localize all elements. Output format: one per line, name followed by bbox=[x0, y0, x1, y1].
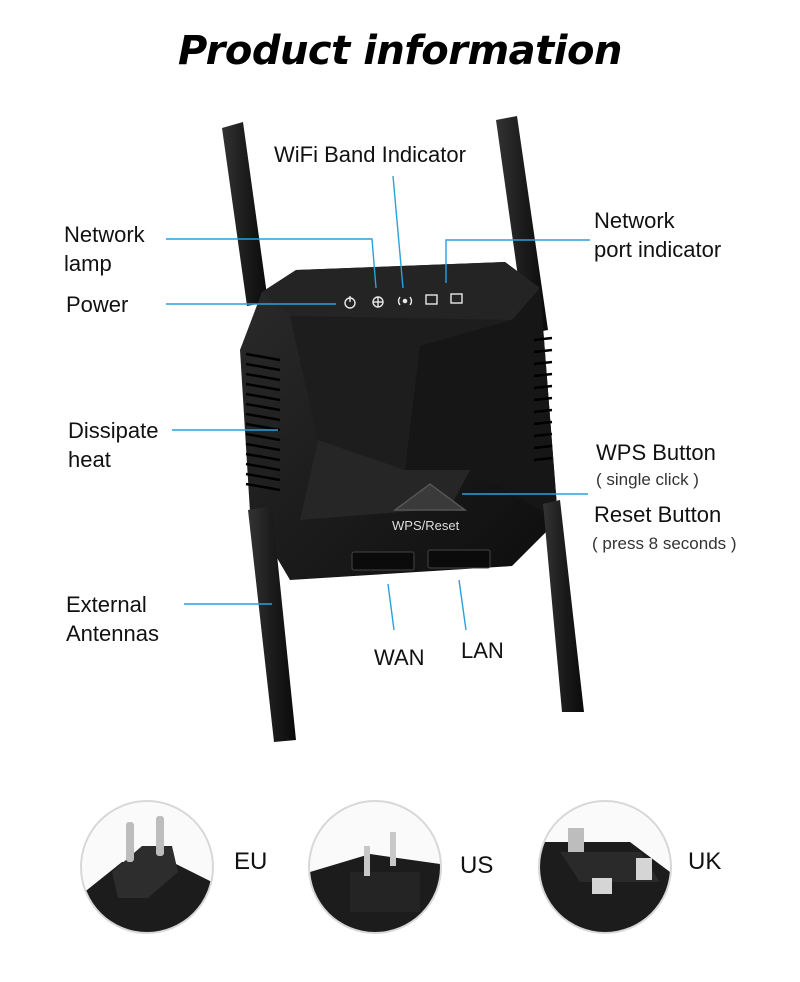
vents-right bbox=[533, 336, 553, 462]
uk-plug-badge bbox=[538, 800, 672, 934]
us-plug-badge bbox=[308, 800, 442, 934]
label-wan: WAN bbox=[374, 645, 425, 670]
wifi-led-icon bbox=[402, 298, 408, 304]
device-wps-reset-text: WPS/Reset bbox=[392, 518, 460, 533]
uk-plug-icon bbox=[540, 828, 670, 932]
label-eu: EU bbox=[234, 848, 268, 875]
wps-reset-button-shape bbox=[392, 483, 468, 511]
port2-led-icon bbox=[450, 293, 463, 304]
label-power: Power bbox=[66, 292, 129, 317]
label-uk: UK bbox=[688, 848, 722, 875]
antenna-back-left bbox=[222, 122, 268, 306]
antenna-front-right bbox=[543, 500, 584, 712]
wan-port bbox=[351, 551, 415, 571]
label-network-port-line2: port indicator bbox=[594, 237, 722, 262]
eu-plug-icon bbox=[82, 816, 212, 932]
label-dissipate-line2: heat bbox=[68, 447, 111, 472]
router-illustration bbox=[166, 116, 590, 742]
antenna-front-left bbox=[248, 506, 296, 742]
vents-left bbox=[245, 352, 281, 492]
eu-plug-badge bbox=[80, 800, 214, 934]
label-us: US bbox=[460, 852, 494, 879]
label-wps-note: ( single click ) bbox=[596, 470, 699, 489]
label-lan: LAN bbox=[461, 638, 504, 663]
us-plug-icon bbox=[310, 832, 440, 932]
led-indicators bbox=[344, 293, 463, 309]
port1-led-icon bbox=[425, 294, 438, 305]
label-dissipate-line1: Dissipate bbox=[68, 418, 159, 443]
leader-lines bbox=[166, 175, 590, 631]
page-title: Product information bbox=[178, 28, 622, 74]
antenna-back-right bbox=[496, 116, 548, 334]
label-wps-button: WPS Button bbox=[596, 440, 716, 465]
label-network-port-line1: Network bbox=[594, 208, 675, 233]
label-external-line2: Antennas bbox=[66, 621, 159, 646]
label-reset-note: ( press 8 seconds ) bbox=[592, 534, 737, 553]
label-network-lamp-line2: lamp bbox=[64, 251, 112, 276]
label-wifi-band-indicator: WiFi Band Indicator bbox=[274, 142, 466, 167]
label-network-lamp-line1: Network bbox=[64, 222, 145, 247]
label-external-line1: External bbox=[66, 592, 147, 617]
label-reset-button: Reset Button bbox=[594, 502, 722, 527]
lan-port bbox=[427, 549, 491, 569]
